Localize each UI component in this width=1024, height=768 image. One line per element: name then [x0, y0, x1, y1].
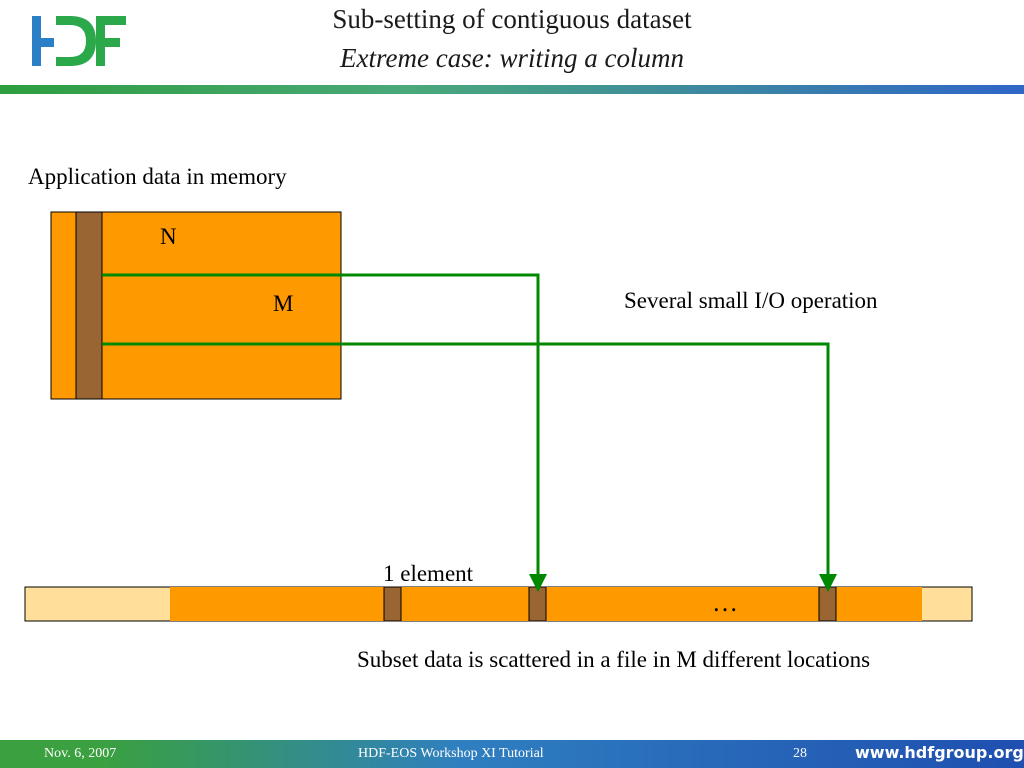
io-arrow-1	[102, 273, 547, 592]
subset-diagram	[24, 211, 973, 622]
page-number: 28	[793, 746, 807, 761]
hdf-logo	[32, 16, 126, 66]
header-divider	[0, 85, 1024, 94]
scatter-caption: Subset data is scattered in a file in M …	[357, 647, 871, 672]
file-element-2	[528, 586, 547, 622]
memory-column	[75, 211, 103, 400]
slide-subtitle: Extreme case: writing a column	[340, 43, 684, 73]
io-arrow-2	[102, 342, 837, 592]
footer-date: Nov. 6, 2007	[44, 746, 117, 761]
footer-url: www.hdfgroup.org	[855, 743, 1024, 762]
io-operation-label: Several small I/O operation	[624, 288, 878, 313]
memory-label: Application data in memory	[28, 164, 287, 189]
footer-event: HDF-EOS Workshop XI Tutorial	[358, 746, 544, 761]
file-element-1	[383, 586, 402, 622]
ellipsis-label: …	[712, 588, 738, 617]
footer-bar	[0, 740, 1024, 768]
file-element-3	[818, 586, 837, 622]
slide-title: Sub-setting of contiguous dataset	[332, 4, 692, 34]
element-label: 1 element	[383, 561, 474, 586]
dimension-m-label: M	[273, 291, 294, 316]
dimension-n-label: N	[160, 224, 177, 249]
